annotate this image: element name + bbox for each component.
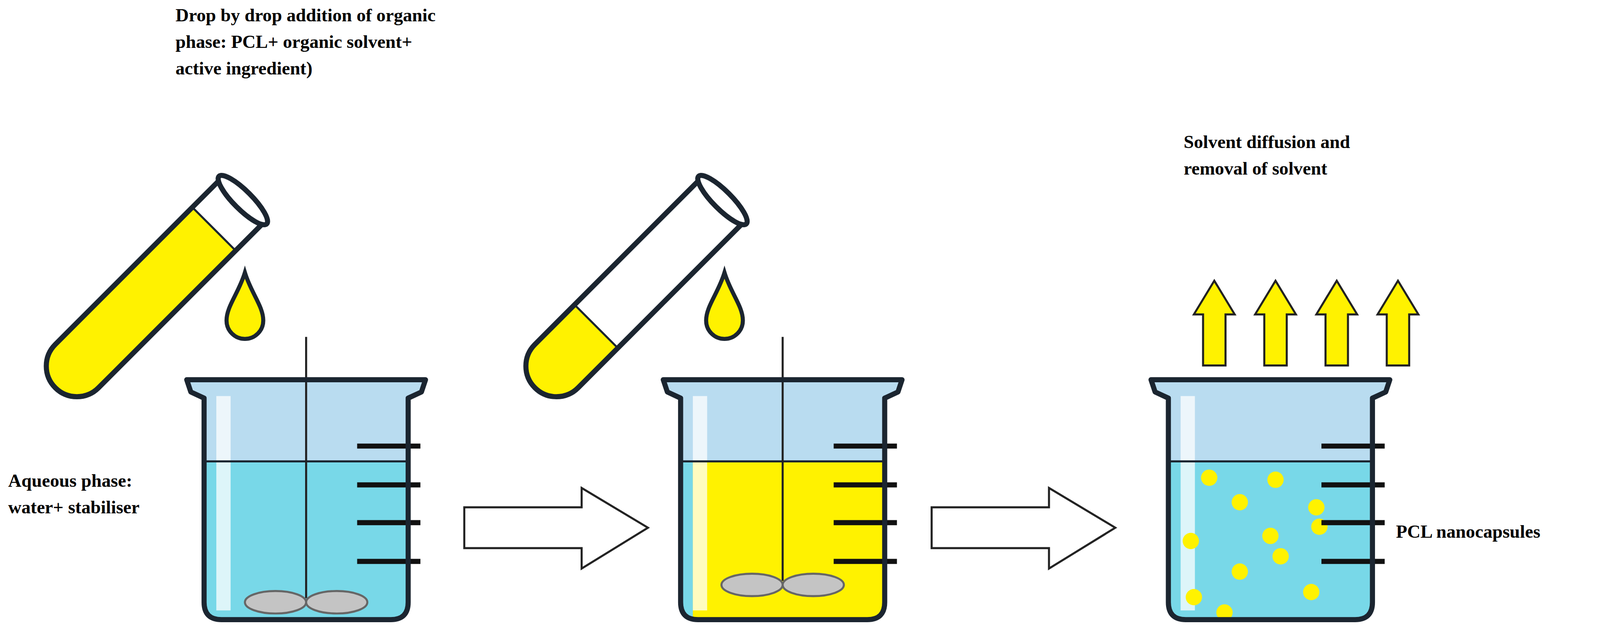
tube-lip [212, 169, 273, 231]
stirrer-shaft [305, 336, 308, 599]
nanocapsule [1200, 469, 1218, 486]
glass-highlight [1180, 396, 1195, 611]
nanocapsule [1303, 583, 1320, 601]
process-arrow [931, 487, 1116, 569]
evaporation-arrow [1193, 280, 1235, 366]
tube-outline [513, 178, 744, 410]
liquid-level [1168, 460, 1373, 463]
drop [705, 272, 743, 339]
nanocapsule [1262, 527, 1279, 545]
stirrer-shaft [781, 336, 784, 581]
glass-highlight [692, 396, 708, 611]
graduation-mark [1321, 519, 1385, 525]
nanocapsule [1308, 498, 1325, 516]
product-label: PCL nanocapsules [1395, 518, 1597, 545]
evaporation-arrow [1255, 280, 1297, 366]
evaporation-arrow [1316, 280, 1358, 366]
stirrer-blade [721, 573, 783, 597]
graduation-mark [833, 558, 897, 565]
nanocapsule [1185, 588, 1203, 606]
beaker [1147, 379, 1393, 625]
tube-level [574, 304, 618, 348]
step-note: Drop by drop addition of organic phase: … [175, 2, 443, 83]
nanocapsule [1231, 563, 1249, 580]
stirrer-blade [782, 573, 844, 597]
graduation-mark [357, 519, 421, 525]
graduation-mark [1321, 558, 1385, 565]
graduation-mark [833, 482, 897, 488]
beaker-outline [186, 379, 426, 620]
stirrer-blade [245, 590, 307, 614]
nanocapsule [1182, 532, 1200, 550]
tube-level [192, 207, 236, 251]
beaker-outline [663, 379, 903, 620]
process-arrow [464, 487, 649, 569]
graduation-mark [833, 519, 897, 525]
graduation-mark [357, 558, 421, 565]
nanocapsule [1267, 471, 1285, 488]
test-tube [0, 205, 238, 469]
stirrer-blade [305, 590, 368, 614]
phase-label: Aqueous phase: water+ stabiliser [8, 467, 180, 521]
beaker [183, 336, 429, 625]
tube-lip [692, 169, 753, 231]
graduation-mark [357, 482, 421, 488]
tube-outline [33, 178, 265, 410]
organic-phase [0, 205, 238, 469]
glass-highlight [216, 396, 231, 611]
drop [226, 272, 263, 339]
graduation-mark [1321, 443, 1385, 449]
nanocapsule [1231, 494, 1249, 511]
evaporation-arrow [1377, 280, 1419, 366]
beaker [660, 336, 906, 625]
beaker-contents [1147, 396, 1393, 625]
beaker-outline [1150, 379, 1390, 620]
graduation-mark [1321, 482, 1385, 488]
nanocapsule [1272, 547, 1289, 565]
graduation-mark [357, 443, 421, 449]
graduation-mark [833, 443, 897, 449]
step-note: Solvent diffusion and removal of solvent [1183, 128, 1404, 182]
